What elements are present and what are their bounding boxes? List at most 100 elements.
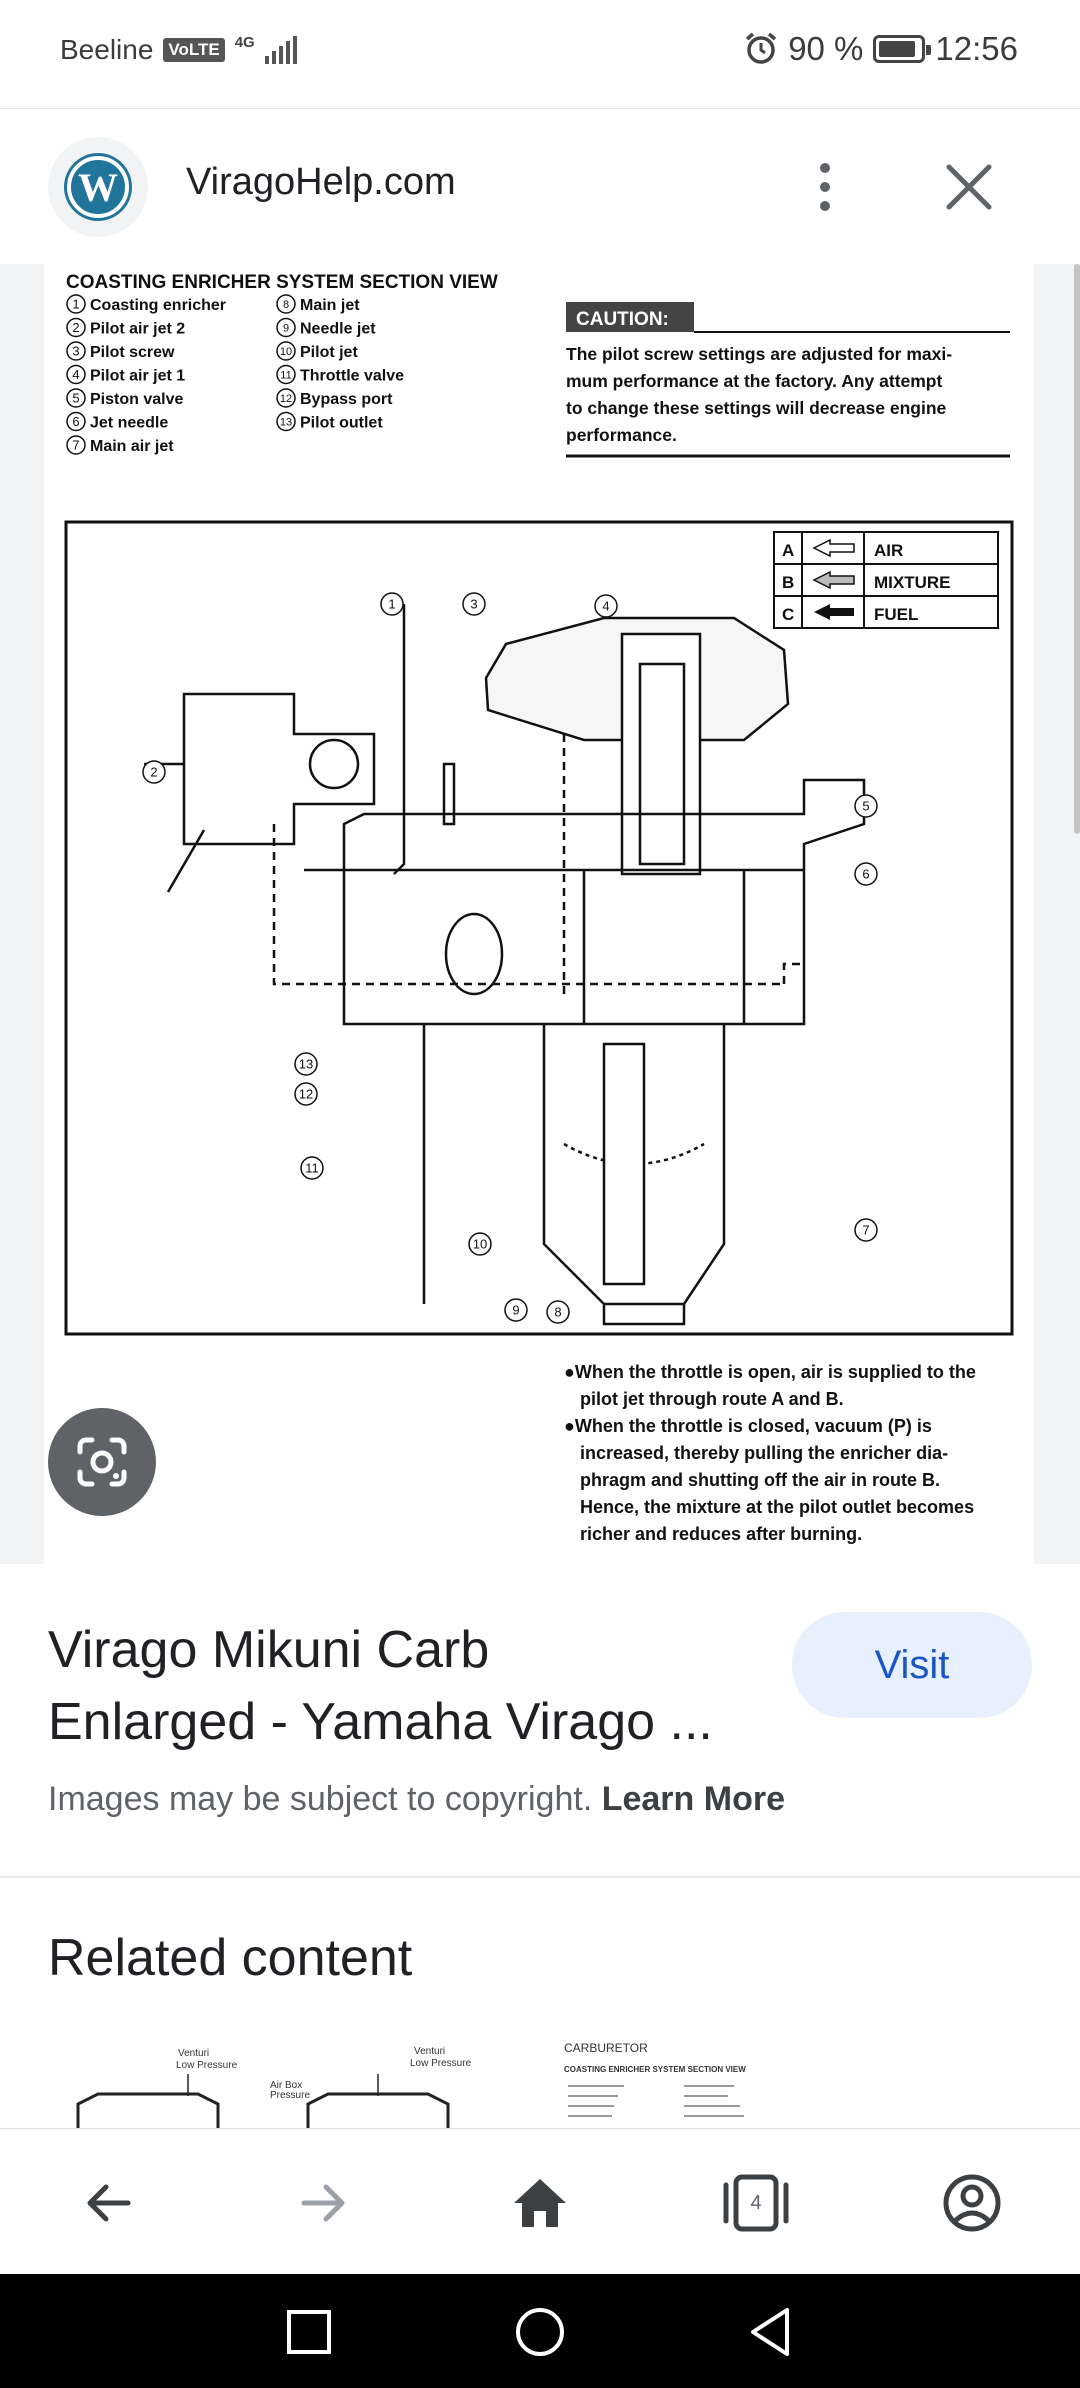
clock: 12:56	[935, 30, 1018, 67]
diagram-title: COASTING ENRICHER SYSTEM SECTION VIEW	[66, 272, 498, 293]
note-line: pilot jet through route A and B.	[580, 1389, 844, 1409]
site-logo[interactable]: W	[48, 137, 148, 237]
related-content-title: Related content	[48, 1929, 413, 1987]
back-button[interactable]	[68, 2163, 148, 2243]
tabs-count: 4	[750, 2191, 762, 2214]
caution-line: mum performance at the factory. Any atte…	[566, 371, 942, 391]
svg-text:9: 9	[283, 322, 289, 334]
part-label: Jet needle	[90, 415, 168, 432]
part-label: Pilot screw	[90, 344, 175, 361]
caution-text: The pilot screw settings are adjusted fo…	[566, 344, 952, 445]
svg-text:3: 3	[470, 597, 477, 612]
callout-12: 12	[276, 388, 296, 408]
svg-text:11: 11	[305, 1161, 319, 1176]
svg-text:5: 5	[862, 799, 869, 814]
close-button[interactable]	[935, 153, 1003, 221]
diagram-notes: ●When the throttle is open, air is suppl…	[564, 1362, 976, 1544]
svg-text:9: 9	[512, 1303, 519, 1318]
svg-text:4: 4	[72, 367, 79, 382]
status-left: Beeline VoLTE 4G	[60, 34, 297, 66]
part-label: Main air jet	[90, 438, 174, 455]
callout-11: 11	[300, 1156, 324, 1180]
home-circle-icon[interactable]	[510, 2302, 570, 2362]
result-title[interactable]: Virago Mikuni Carb Enlarged - Yamaha Vir…	[48, 1614, 768, 1758]
callout-6: 6	[66, 411, 86, 432]
part-label: Pilot jet	[300, 344, 358, 361]
status-bar: Beeline VoLTE 4G 90 % 12:56	[0, 0, 1080, 108]
legend-key: B	[782, 573, 794, 592]
svg-text:8: 8	[554, 1305, 561, 1320]
learn-more-link[interactable]: Learn More	[601, 1780, 785, 1818]
system-navigation-bar	[0, 2274, 1080, 2388]
related-card-1-label: Pressure	[270, 2090, 310, 2101]
svg-text:3: 3	[72, 344, 79, 359]
svg-text:8: 8	[283, 299, 289, 311]
related-card-1-label: Venturi	[178, 2048, 209, 2059]
callout-4: 4	[66, 364, 86, 385]
visit-button[interactable]: Visit	[792, 1612, 1032, 1718]
callout-11: 11	[276, 364, 296, 385]
back-triangle-icon[interactable]	[741, 2302, 801, 2362]
callout-2: 2	[66, 317, 86, 338]
image-scrollbar[interactable]	[1074, 264, 1080, 834]
recents-icon[interactable]	[279, 2302, 339, 2362]
related-card-1-label: Low Pressure	[410, 2058, 472, 2069]
svg-text:4: 4	[602, 599, 609, 614]
legend-label: AIR	[874, 541, 903, 560]
caution-line: to change these settings will decrease e…	[566, 398, 947, 418]
arrow-back-icon	[87, 2184, 131, 2222]
home-icon	[514, 2179, 566, 2227]
related-card-2-subtitle: COASTING ENRICHER SYSTEM SECTION VIEW	[564, 2065, 746, 2074]
battery-percent: 90 %	[788, 30, 864, 67]
callout-1: 1	[380, 592, 404, 616]
arrow-forward-icon	[301, 2184, 345, 2222]
related-card-1-label: Venturi	[414, 2046, 445, 2057]
note-line: Hence, the mixture at the pilot outlet b…	[580, 1497, 974, 1517]
part-label: Throttle valve	[300, 368, 404, 385]
related-card-2[interactable]: CARBURETOR COASTING ENRICHER SYSTEM SECT…	[554, 2034, 1032, 2130]
callout-4: 4	[594, 594, 618, 618]
related-card-1-label: Low Pressure	[176, 2060, 238, 2071]
home-button[interactable]	[500, 2163, 580, 2243]
source-header: W ViragoHelp.com	[0, 108, 1080, 264]
part-label: Piston valve	[90, 391, 183, 408]
site-name[interactable]: ViragoHelp.com	[186, 161, 456, 203]
part-label: Bypass port	[300, 391, 393, 408]
volte-badge: VoLTE	[163, 38, 225, 62]
svg-text:1: 1	[388, 597, 395, 612]
carrier-name: Beeline	[60, 34, 154, 65]
svg-text:6: 6	[72, 414, 79, 429]
note-line: phragm and shutting off the air in route…	[580, 1470, 940, 1490]
note-line: ●When the throttle is open, air is suppl…	[564, 1362, 976, 1382]
callout-12: 12	[294, 1082, 318, 1106]
part-label: Coasting enricher	[90, 297, 226, 314]
status-right: 90 % 12:56	[744, 30, 1018, 68]
note-line: richer and reduces after burning.	[580, 1524, 862, 1544]
account-button[interactable]	[932, 2163, 1012, 2243]
tabs-button[interactable]: 4	[716, 2163, 796, 2243]
callout-2: 2	[142, 760, 166, 784]
callout-1: 1	[66, 294, 86, 314]
more-options-button[interactable]	[800, 149, 850, 225]
signal-icon	[264, 36, 297, 64]
wordpress-icon: W	[67, 156, 129, 218]
callout-10: 10	[276, 341, 296, 361]
google-lens-button[interactable]	[48, 1408, 156, 1516]
callout-8: 8	[546, 1300, 570, 1324]
account-icon	[943, 2174, 1001, 2232]
callout-9: 9	[504, 1298, 528, 1322]
svg-text:11: 11	[280, 369, 291, 381]
part-label: Needle jet	[300, 321, 376, 338]
result-title-line-2: Enlarged - Yamaha Virago ...	[48, 1693, 713, 1751]
svg-text:10: 10	[473, 1237, 487, 1252]
lens-icon	[77, 1437, 127, 1487]
forward-button[interactable]	[284, 2163, 364, 2243]
caution-label: CAUTION:	[576, 309, 669, 330]
battery-icon	[873, 35, 932, 63]
result-title-line-1: Virago Mikuni Carb	[48, 1621, 490, 1679]
callout-13: 13	[294, 1052, 318, 1076]
